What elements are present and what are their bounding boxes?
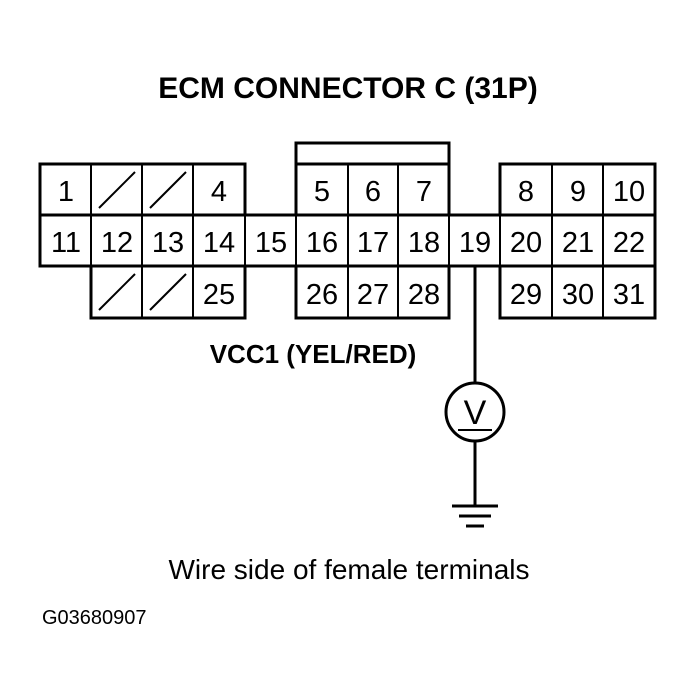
pin-10: 10 bbox=[613, 176, 645, 208]
pin-11: 11 bbox=[51, 227, 81, 259]
pin-8: 8 bbox=[518, 176, 534, 208]
pin-21: 21 bbox=[562, 227, 594, 259]
voltmeter-icon: V bbox=[444, 381, 506, 443]
connector-grid bbox=[40, 164, 655, 318]
pin-12: 12 bbox=[101, 227, 133, 259]
ground-icon bbox=[452, 504, 498, 528]
pin-28: 28 bbox=[408, 279, 440, 311]
pin-18: 18 bbox=[408, 227, 440, 259]
pin-15: 15 bbox=[255, 227, 287, 259]
pin-9: 9 bbox=[570, 176, 586, 208]
pin-14: 14 bbox=[203, 227, 235, 259]
pin-19: 19 bbox=[459, 227, 491, 259]
pin-30: 30 bbox=[562, 279, 594, 311]
empty-cavity-marks bbox=[98, 171, 187, 311]
wire-label: VCC1 (YEL/RED) bbox=[210, 339, 417, 369]
pin-17: 17 bbox=[357, 227, 389, 259]
pin-25: 25 bbox=[203, 279, 235, 311]
pin-6: 6 bbox=[365, 176, 381, 208]
pin-26: 26 bbox=[306, 279, 338, 311]
figure-code: G03680907 bbox=[42, 607, 147, 629]
pin-20: 20 bbox=[510, 227, 542, 259]
pin-27: 27 bbox=[357, 279, 389, 311]
pin-16: 16 bbox=[306, 227, 338, 259]
pin-29: 29 bbox=[510, 279, 542, 311]
pin-row-top: 1 4 5 6 7 8 9 10 bbox=[58, 176, 645, 208]
caption: Wire side of female terminals bbox=[168, 554, 529, 585]
pin-row-middle: 11 12 13 14 15 16 17 18 19 20 21 22 bbox=[51, 227, 645, 259]
diagram-title: ECM CONNECTOR C (31P) bbox=[158, 72, 537, 105]
pin-5: 5 bbox=[314, 176, 330, 208]
pin-22: 22 bbox=[613, 227, 645, 259]
pin-13: 13 bbox=[152, 227, 184, 259]
voltmeter-symbol: V bbox=[464, 394, 487, 432]
pin-4: 4 bbox=[211, 176, 227, 208]
pin-31: 31 bbox=[613, 279, 645, 311]
pin-1: 1 bbox=[58, 176, 74, 208]
pin-7: 7 bbox=[416, 176, 432, 208]
pin-row-bottom: 25 26 27 28 29 30 31 bbox=[203, 279, 645, 311]
connector-lock-tab bbox=[294, 141, 451, 164]
